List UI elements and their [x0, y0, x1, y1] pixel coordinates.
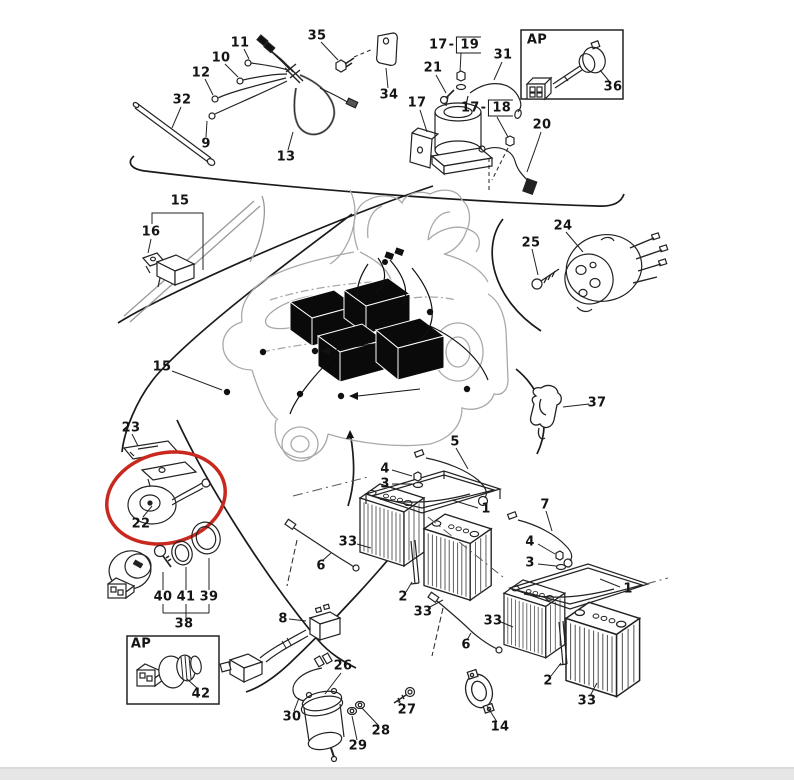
cable-31 [469, 83, 522, 113]
cable-6 [293, 527, 355, 568]
cart-wiring [223, 247, 489, 439]
strap-2 [410, 539, 420, 585]
ring-41 [171, 540, 193, 566]
ap-inset-top [520, 29, 624, 101]
nut-19 [456, 70, 466, 82]
strap-2 [558, 620, 568, 666]
ap-inset-bottom [126, 635, 220, 705]
bolt-27 [393, 686, 416, 704]
receptacle-24-group [531, 232, 669, 313]
solenoid-26-group [292, 652, 416, 763]
sensor-22 [127, 461, 211, 525]
washer-3 [412, 481, 424, 489]
nut-4 [413, 471, 422, 482]
grommet-14 [464, 668, 495, 714]
washer-3 [555, 563, 567, 571]
battery-33 [565, 601, 641, 698]
ring-39 [191, 521, 221, 555]
bolt-35 [335, 57, 355, 73]
wire-20 [483, 147, 529, 182]
screw-25 [531, 268, 560, 290]
page-edge [0, 767, 794, 780]
battery-33 [503, 579, 566, 659]
cart-batteries [288, 277, 446, 383]
bracket-17 [409, 127, 440, 169]
key-40 [153, 544, 172, 568]
battery-group-lower [427, 510, 669, 698]
frame-1 [508, 563, 650, 610]
harness-13-group [132, 32, 398, 166]
bracket-34 [376, 32, 398, 66]
leader-lines [131, 41, 621, 741]
battery-group-upper [284, 448, 504, 601]
rod-7 [517, 519, 573, 562]
battery-33 [359, 483, 425, 567]
key-switch-38-group [106, 521, 221, 618]
cable-6 [436, 600, 498, 650]
nut-18 [505, 135, 515, 147]
battery-33 [423, 513, 492, 601]
nut-4 [555, 550, 564, 561]
motor-17-group [409, 70, 538, 196]
nut-29 [346, 706, 358, 716]
switch-42 [135, 654, 202, 689]
bar-32 [134, 103, 212, 163]
connector-36 [525, 40, 606, 101]
washer-19 [455, 83, 467, 91]
rod-5 [425, 457, 487, 499]
relay-15-16-group [141, 212, 204, 288]
clip-37 [529, 384, 562, 440]
connector-8-group [219, 603, 342, 684]
washer-28 [354, 700, 366, 710]
